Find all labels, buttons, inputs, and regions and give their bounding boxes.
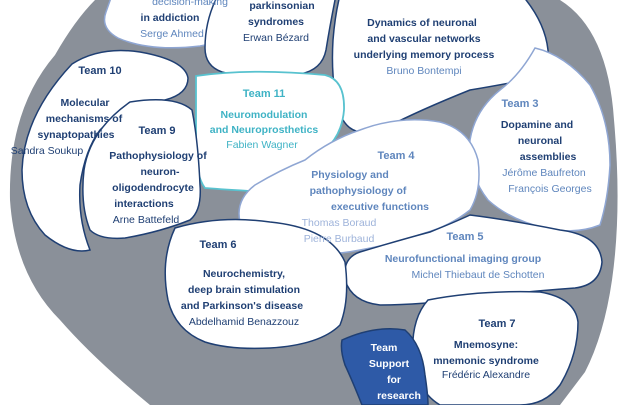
team3-person2: François Georges [508, 183, 591, 195]
team9-line2: neuron- [140, 166, 180, 178]
support-line2: Support [369, 358, 410, 370]
addiction-subtitle: in addiction [141, 12, 200, 24]
team10-label: Team 10 [78, 65, 121, 77]
team9-line4: interactions [114, 198, 174, 210]
team5-line1: Neurofunctional imaging group [385, 253, 541, 265]
team10-line2: mechanisms of [46, 113, 123, 125]
parkinsonian-title: parkinsonian [249, 0, 314, 12]
support-line1: Team [371, 342, 398, 354]
parkinsonian-subtitle: syndromes [248, 16, 304, 28]
team10-person: Sandra Soukup [11, 145, 84, 157]
team11-label: Team 11 [243, 88, 286, 100]
team3-line3: assemblies [520, 151, 577, 163]
team4-line1: Physiology and [311, 169, 389, 181]
memory-person: Bruno Bontempi [386, 65, 461, 77]
addiction-title: decision-making [152, 0, 228, 8]
team3-person1: Jérôme Baufreton [502, 167, 586, 179]
team4-person2: Pierre Burbaud [304, 233, 375, 245]
team3-label: Team 3 [501, 98, 538, 110]
lobe-support[interactable] [340, 328, 429, 405]
team6-label: Team 6 [199, 239, 236, 251]
team10-line1: Molecular [60, 97, 109, 109]
memory-line3: underlying memory process [354, 49, 495, 61]
team7-line1: Mnemosyne: [454, 339, 518, 351]
team6-person: Abdelhamid Benazzouz [189, 316, 299, 328]
team6-line3: and Parkinson's disease [181, 300, 303, 312]
team11-line2: and Neuroprosthetics [210, 124, 319, 136]
memory-line2: and vascular networks [367, 33, 480, 45]
support-line4: research [377, 390, 421, 402]
team9-person: Arne Battefeld [113, 214, 180, 226]
team9-line3: oligodendrocyte [112, 182, 194, 194]
team9-line1: Pathophysiology of [109, 150, 207, 162]
parkinsonian-person: Erwan Bézard [243, 32, 309, 44]
lobe-team4[interactable] [238, 119, 480, 255]
team10-line3: synaptopathies [37, 129, 114, 141]
team4-person1: Thomas Boraud [302, 217, 377, 229]
team4-line3: executive functions [331, 201, 429, 213]
team7-person: Frédéric Alexandre [442, 369, 530, 381]
addiction-person: Serge Ahmed [140, 28, 204, 40]
team5-label: Team 5 [446, 231, 483, 243]
memory-line1: Dynamics of neuronal [367, 17, 477, 29]
team9-label: Team 9 [138, 125, 175, 137]
team3-line1: Dopamine and [501, 119, 573, 131]
support-line3: for [387, 374, 401, 386]
team6-line2: deep brain stimulation [188, 284, 300, 296]
lobe-team6[interactable] [164, 218, 348, 350]
team11-line1: Neuromodulation [221, 109, 308, 121]
team11-person: Fabien Wagner [226, 139, 298, 151]
team4-line2: pathophysiology of [310, 185, 407, 197]
team5-person: Michel Thiebaut de Schotten [412, 269, 545, 281]
team7-line2: mnemonic syndrome [433, 355, 539, 367]
team7-label: Team 7 [478, 318, 515, 330]
team6-line1: Neurochemistry, [203, 268, 285, 280]
lobe-team9[interactable] [82, 99, 202, 240]
team4-label: Team 4 [377, 150, 415, 162]
team3-line2: neuronal [518, 135, 562, 147]
